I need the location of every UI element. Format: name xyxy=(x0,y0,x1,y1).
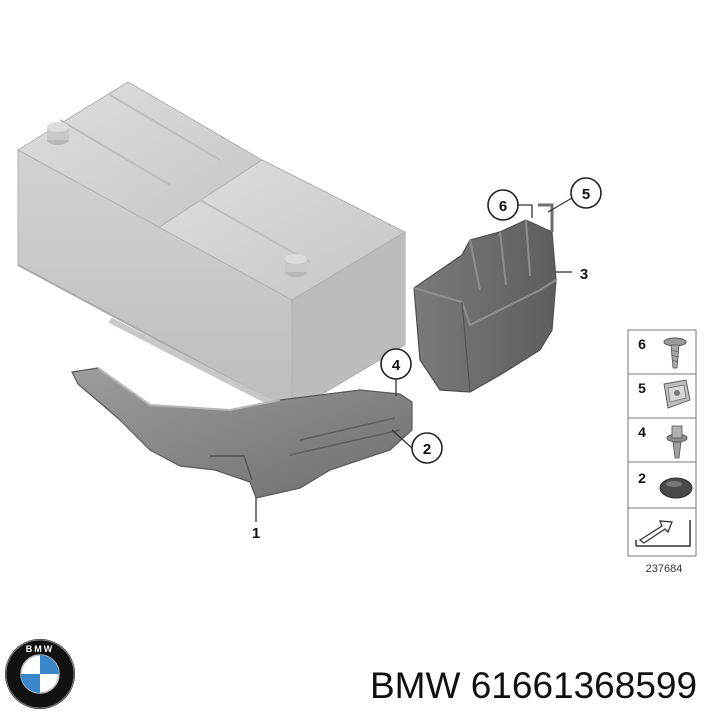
svg-text:2: 2 xyxy=(423,441,431,458)
push-rivet-icon xyxy=(666,425,688,459)
battery-holder-part xyxy=(71,367,413,499)
callout-2: 2 xyxy=(411,432,443,464)
svg-text:3: 3 xyxy=(580,266,588,283)
bmw-logo: BMW xyxy=(5,639,75,709)
battery xyxy=(17,81,407,413)
fastener-legend: 6 5 4 2 xyxy=(627,329,697,557)
svg-text:6: 6 xyxy=(638,336,646,352)
part-caption: BMW 61661368599 xyxy=(370,664,715,708)
leader-lines xyxy=(255,197,573,522)
svg-text:4: 4 xyxy=(638,424,646,440)
legend-row: 5 xyxy=(638,379,691,409)
legend-row: 6 xyxy=(638,336,687,369)
legend-row: 4 xyxy=(638,424,688,459)
battery-terminal xyxy=(47,122,69,145)
terminal-cover-part xyxy=(413,203,557,393)
callout-6: 6 xyxy=(487,189,519,221)
legend-row: 2 xyxy=(638,470,693,499)
svg-text:5: 5 xyxy=(638,380,646,396)
callout-5: 5 xyxy=(570,177,602,209)
svg-text:4: 4 xyxy=(392,357,401,374)
clip-nut-icon xyxy=(663,379,691,409)
screw-icon xyxy=(663,337,687,369)
round-cap-icon xyxy=(659,477,693,499)
callout-1: 1 xyxy=(252,525,260,542)
callout-4: 4 xyxy=(380,348,412,380)
arrow-bracket-icon xyxy=(635,520,691,547)
svg-text:5: 5 xyxy=(582,186,590,203)
logo-text: BMW xyxy=(26,644,55,654)
svg-text:6: 6 xyxy=(499,198,507,215)
drawing-number: 237684 xyxy=(646,563,683,575)
caption-part-number: 61661368599 xyxy=(470,665,698,706)
caption-brand: BMW xyxy=(370,665,461,706)
svg-text:1: 1 xyxy=(252,525,260,542)
svg-text:2: 2 xyxy=(638,470,646,486)
battery-terminal xyxy=(285,254,307,277)
callout-3: 3 xyxy=(580,266,588,283)
